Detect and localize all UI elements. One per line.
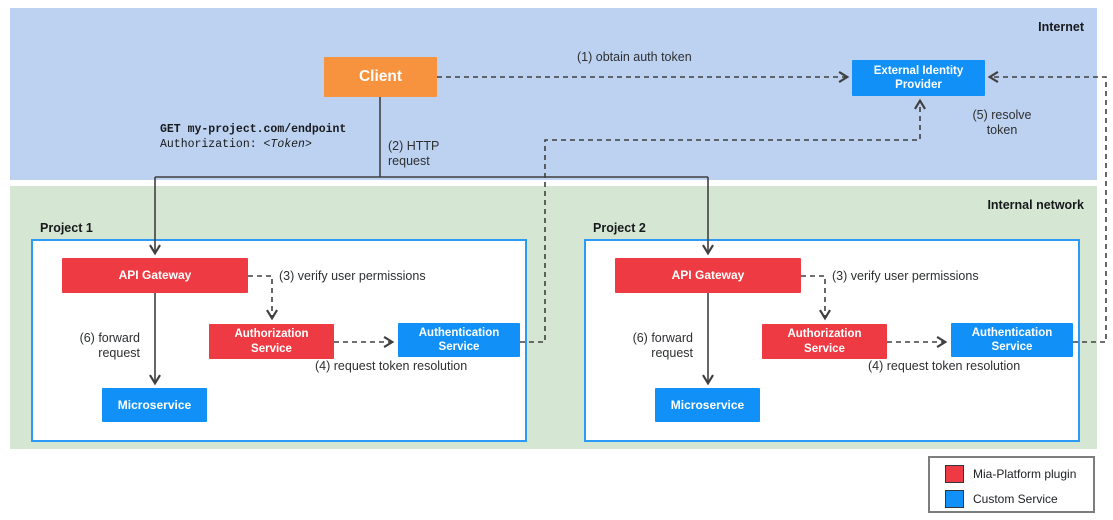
project1-microservice-node: Microservice: [102, 388, 207, 422]
external-identity-provider-node: External Identity Provider: [852, 60, 985, 96]
project2-microservice-label: Microservice: [670, 397, 745, 412]
project1-microservice-label: Microservice: [117, 397, 192, 412]
request-code-snippet: GET my-project.com/endpoint Authorizatio…: [160, 122, 346, 152]
project2-authorization-service-node: Authorization Service: [762, 324, 887, 359]
project2-api-gateway-label: API Gateway: [671, 268, 745, 282]
project2-authentication-service-label: Authentication Service: [971, 326, 1053, 353]
edge-authn1-idp: [520, 98, 926, 343]
request-code-line1: GET my-project.com/endpoint: [160, 123, 347, 136]
legend-item-label: Custom Service: [973, 492, 1058, 506]
project-1-label: Project 1: [40, 221, 93, 235]
project1-authorization-service-node: Authorization Service: [209, 324, 334, 359]
custom-service-color-swatch: [945, 490, 964, 508]
annotation-request-token-resolution-p1: (4) request token resolution: [315, 359, 468, 373]
client-node: Client: [324, 57, 437, 97]
legend-item: Mia-Platform plugin: [945, 465, 1076, 483]
project2-authorization-service-label: Authorization Service: [787, 328, 862, 355]
annotation-resolve-token: (5) resolve token: [972, 108, 1032, 137]
internal-network-zone-label: Internal network: [987, 198, 1084, 212]
project1-api-gateway-label: API Gateway: [118, 268, 192, 282]
project1-authentication-service-label: Authentication Service: [418, 326, 500, 353]
plugin-color-swatch: [945, 465, 964, 483]
external-identity-provider-label: External Identity Provider: [873, 64, 964, 91]
edge-gateway2-authz2: [801, 275, 831, 321]
client-node-label: Client: [358, 68, 403, 86]
token-placeholder: <Token>: [263, 138, 312, 151]
project2-api-gateway-node: API Gateway: [615, 258, 801, 293]
internet-zone-label: Internet: [1038, 20, 1084, 34]
annotation-forward-request-p2: (6) forward request: [632, 331, 693, 360]
edge-gateway1-authz1: [248, 275, 278, 321]
annotation-verify-permissions-p1: (3) verify user permissions: [279, 269, 426, 283]
annotation-verify-permissions-p2: (3) verify user permissions: [832, 269, 979, 283]
legend-item-label: Mia-Platform plugin: [973, 467, 1077, 481]
project2-authentication-service-node: Authentication Service: [951, 323, 1073, 357]
annotation-request-token-resolution-p2: (4) request token resolution: [868, 359, 1021, 373]
annotation-forward-request-p1: (6) forward request: [79, 331, 140, 360]
project-2-label: Project 2: [593, 221, 646, 235]
edge-authn2-idp: [987, 71, 1107, 343]
project1-authentication-service-node: Authentication Service: [398, 323, 520, 357]
project1-api-gateway-node: API Gateway: [62, 258, 248, 293]
project2-microservice-node: Microservice: [655, 388, 760, 422]
annotation-obtain-auth-token: (1) obtain auth token: [577, 50, 692, 64]
project1-authorization-service-label: Authorization Service: [234, 328, 309, 355]
legend-item: Custom Service: [945, 490, 1058, 508]
request-code-line2: Authorization: <Token>: [160, 138, 312, 151]
legend: Mia-Platform plugin Custom Service: [928, 456, 1095, 513]
annotation-http-request: (2) HTTP request: [388, 139, 440, 168]
